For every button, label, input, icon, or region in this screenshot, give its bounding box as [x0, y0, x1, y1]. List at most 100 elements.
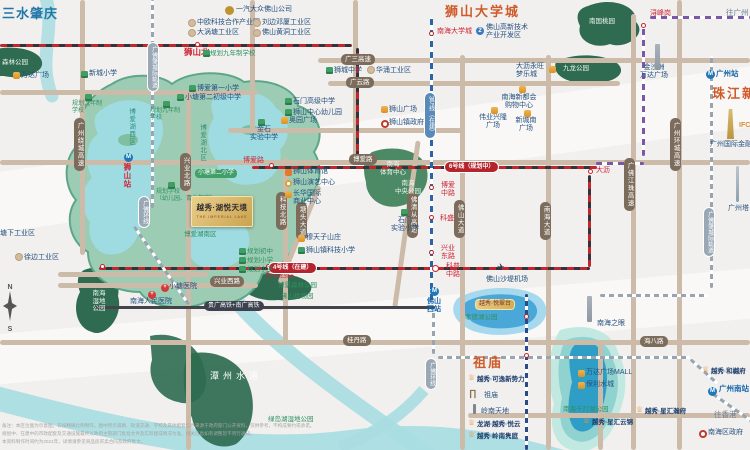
poi-gz-ifc: 广州国际金融中心	[710, 141, 750, 148]
school-planned-9yr-1: 规划九年制学校	[210, 50, 256, 57]
school-icon	[203, 50, 210, 57]
road-haiba: 海八路	[640, 336, 668, 347]
proj-yuexiu-lingnan: 越秀·岭南隽庭	[477, 433, 519, 440]
capsule-gfz-rail-west: 广佛肇城际轨道	[147, 42, 160, 92]
poi-yongwang-mall: 大沥永旺 梦乐城	[516, 63, 544, 79]
capsule-gaotie: 贵广高铁+南广高铁	[204, 301, 264, 312]
capsule-line6: 6号线（规划中）	[444, 161, 500, 174]
factory-gold-icon	[225, 6, 234, 15]
road-guangyun: 广云路	[346, 77, 374, 88]
crown-icon: ♕	[468, 430, 476, 439]
metro-station-dot	[429, 215, 434, 220]
hitech-icon: 2	[476, 27, 484, 35]
lake-boaihu-north: 博爱湖北区	[198, 124, 206, 162]
proj-yuexiu-xinghui-hanfu: 越秀·星汇瀚府	[645, 408, 687, 415]
shopping-icon	[13, 72, 20, 79]
gz-metro-line	[642, 24, 645, 156]
crown-icon: ♕	[702, 365, 710, 374]
station-guangzhou: 广州站	[716, 69, 739, 78]
station-kepu-zhong-rd: 科普 中路	[446, 263, 460, 279]
park-nanhai-central: 南海 中央公园	[395, 180, 421, 195]
factory-icon	[188, 29, 196, 37]
school-planned-primary-2: 规划小学	[247, 266, 273, 273]
dir-to-hongkong: 往香港	[714, 410, 737, 419]
crown-icon: ♕	[468, 373, 476, 382]
river-tanzhou: 潭州水道	[210, 371, 263, 381]
school-planned-9yr-2: 规划九年制 学校	[72, 101, 103, 115]
park-nanhai-sports-center: 南海 体育中心	[380, 161, 406, 176]
road-gfjz-expwy: 广佛江珠高速	[624, 158, 635, 211]
poi-poly-watertown: 保利水城	[586, 381, 614, 388]
school-icon	[298, 247, 305, 254]
shopping-icon	[491, 107, 498, 114]
school-icon	[239, 248, 246, 255]
factory-icon	[253, 19, 261, 27]
school-jinshi-middle: 金石 实验中学	[250, 126, 278, 142]
ind-huangdong: 佛山黄洞工业区	[262, 29, 311, 36]
station-dali: 大沥	[596, 167, 610, 174]
school-shimen-senior: 石门高级中学	[293, 98, 335, 105]
school-icon	[239, 257, 246, 264]
school-icon	[189, 85, 196, 92]
capsule-gf-ring-west: 广佛环线	[138, 196, 151, 228]
tower-icon	[473, 404, 476, 414]
sports-icon	[285, 169, 292, 176]
school-icon	[168, 182, 175, 189]
proj-longhu-yuexiu: 龙湖·越秀·悦云	[477, 421, 521, 428]
shopping-icon	[519, 86, 526, 93]
station-shishan-north: 狮山北	[184, 47, 210, 57]
park-nanhai-wetland: 南海 湿地 公园	[92, 290, 106, 313]
shopping-icon	[578, 382, 585, 389]
crown-icon: ♕	[583, 416, 591, 425]
dir-to-guangzhou: 往广州	[726, 8, 749, 17]
poi-weiye-plaza: 伟业兴隆 广场	[479, 114, 507, 130]
poi-nanhai-eye: 南海之眼	[597, 320, 625, 327]
rail-station-icon: M	[430, 287, 439, 296]
metro-line-3	[430, 18, 433, 300]
school-icon	[239, 266, 246, 273]
proj-yuexiu-xinghui-yunjin: 越秀·星汇云锦	[592, 419, 634, 426]
poi-lingnan-tiandi: 岭南天地	[481, 408, 509, 415]
highspeed-rail	[95, 306, 435, 309]
road-xingye-north: 兴业北路	[180, 153, 191, 191]
school-planned-9yr-3: 规划九年制 学校	[150, 108, 181, 122]
metro-icon: M	[124, 153, 133, 162]
canton-tower-icon	[736, 166, 739, 202]
school-boai-first-primary: 博爱第一小学	[197, 85, 239, 92]
metro-station-dot	[524, 353, 529, 358]
park-jiulong: 九龙公园	[563, 65, 589, 72]
shopping-icon	[281, 117, 288, 124]
school-icon	[81, 71, 88, 78]
school-icon	[258, 119, 265, 126]
intercity-rail	[151, 0, 154, 208]
metro-station-dot	[588, 169, 593, 174]
metro-station-dot	[432, 265, 439, 272]
poi-mutianzi-villa: 穆天子山庄	[306, 234, 341, 241]
region-zhujiang-new-town: 珠江新城	[712, 86, 750, 101]
metro-station-dot	[429, 185, 434, 190]
park-xiaodehu: 孝德湖公园	[465, 314, 498, 321]
ind-sino-eu: 中欧科技合作产业园	[197, 19, 260, 26]
school-planned-primary-1: 规划小学	[247, 257, 273, 264]
school-icon	[163, 101, 170, 108]
park-bojing-forest: 博景森林公园	[278, 282, 317, 289]
factory-icon	[253, 29, 261, 37]
factory-icon	[367, 66, 375, 74]
road-xingye-west: 兴业西路	[210, 276, 244, 287]
metro-line-6	[356, 48, 359, 164]
poi-jinshazhou-wanda: 金沙洲 万达广场	[640, 64, 668, 80]
region-shishan-univ-town: 狮山大学城	[445, 4, 521, 19]
school-xincheng-primary: 新城小学	[89, 70, 117, 77]
plane-icon: ✈	[497, 262, 505, 272]
gov-icon	[381, 120, 389, 128]
metro-station-dot	[195, 42, 200, 47]
gov-icon	[699, 430, 707, 438]
ind-hi-tech-zone: 佛山高新技术 产业开发区	[486, 24, 528, 40]
school-shicheng-middle: 狮城中学	[334, 67, 362, 74]
poi-xiaotang-hospital: 小塘医院	[169, 283, 197, 290]
factory-icon	[15, 253, 23, 261]
road	[546, 55, 551, 450]
poi-shishan-theater: 狮山演艺中心	[293, 179, 335, 186]
road-nanhai-ave: 南海大道	[540, 202, 551, 240]
gf-ring-rail	[432, 312, 435, 354]
